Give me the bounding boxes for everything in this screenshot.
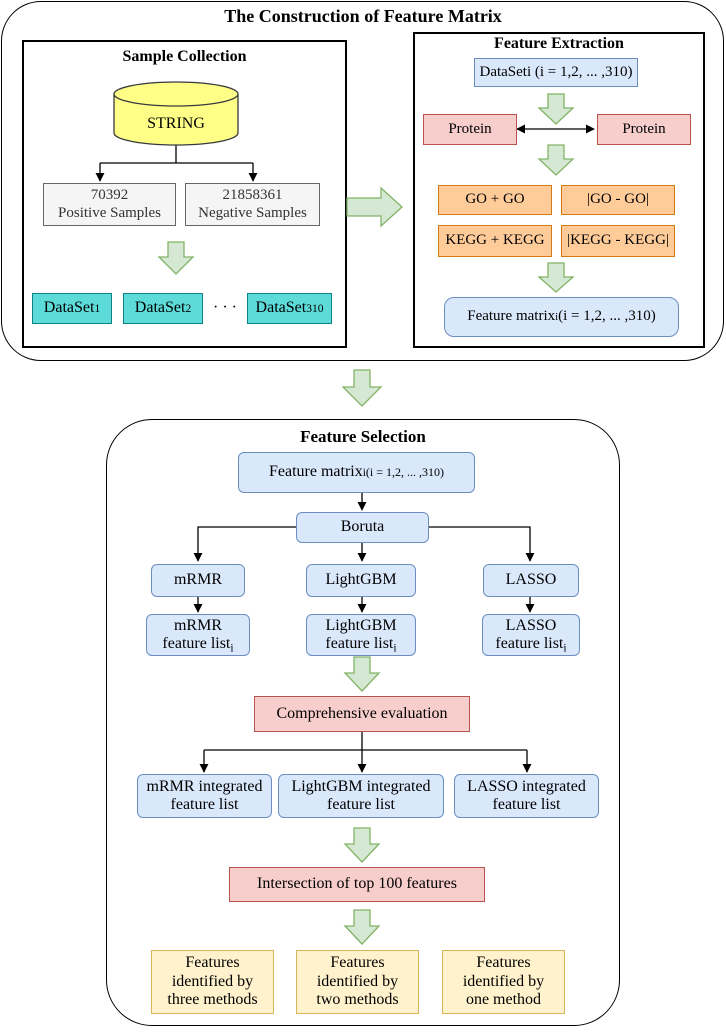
- string-database-label: STRING: [147, 114, 205, 132]
- negative-samples-label: Negative Samples: [198, 204, 307, 221]
- three-methods-box: Features identified by three methods: [151, 950, 274, 1014]
- one-method-line3: one method: [465, 991, 542, 1009]
- protein-right-box: Protein: [597, 114, 691, 145]
- dataseti-box: DataSeti (i = 1,2, ... ,310): [474, 58, 638, 87]
- dataset-2-base: DataSet: [134, 299, 186, 317]
- negative-samples-box: 21858361 Negative Samples: [185, 183, 320, 226]
- three-methods-line1: Features: [185, 954, 240, 972]
- lightgbm-integrated-line2: feature list: [327, 796, 395, 813]
- main-title: The Construction of Feature Matrix: [224, 6, 502, 26]
- positive-samples-label: Positive Samples: [58, 204, 161, 221]
- mrmr-box: mRMR: [151, 564, 245, 597]
- sample-collection-title: Sample Collection: [122, 48, 247, 65]
- right-arrow-extraction: [346, 186, 403, 228]
- feature-matrix-selection-base: Feature matrix: [268, 463, 363, 481]
- dataset-310-base: DataSet: [255, 299, 307, 317]
- lasso-integrated-line1: LASSO integrated: [467, 777, 586, 795]
- lightgbm-box: LightGBM: [306, 564, 416, 597]
- mrmr-feature-list-line2: feature list: [162, 635, 231, 652]
- lasso-feature-list-sub: i: [563, 642, 567, 655]
- one-method-line2: identified by: [462, 972, 545, 990]
- lasso-integrated-line2: feature list: [492, 796, 561, 813]
- lasso-feature-list-box: LASSO feature listi: [482, 614, 580, 656]
- mrmr-feature-list-line2-wrap: feature listi: [162, 635, 234, 655]
- one-method-box: Features identified by one method: [442, 950, 565, 1014]
- down-arrow-selection: [341, 369, 383, 407]
- lasso-integrated-box: LASSO integrated feature list: [454, 774, 599, 818]
- mrmr-integrated-line2: feature list: [170, 796, 239, 813]
- intersection-box: Intersection of top 100 features: [229, 867, 485, 902]
- one-method-line1: Features: [476, 954, 531, 972]
- down-arrow-intersection: [343, 827, 381, 863]
- down-arrow-datasets: [157, 241, 195, 275]
- positive-samples-count: 70392: [90, 187, 129, 204]
- feature-selection-title: Feature Selection: [300, 427, 426, 446]
- mrmr-integrated-line1: mRMR integrated: [146, 777, 263, 795]
- down-arrow-protein: [537, 93, 575, 125]
- down-arrow-results: [343, 909, 381, 945]
- down-arrow-evaluation: [343, 656, 381, 692]
- lasso-feature-list-line2-wrap: feature listi: [495, 635, 567, 655]
- go-diff-box: |GO - GO|: [561, 185, 675, 215]
- two-methods-line1: Features: [330, 954, 385, 972]
- kegg-diff-box: |KEGG - KEGG|: [561, 225, 675, 257]
- boruta-box: Boruta: [296, 512, 429, 543]
- lightgbm-feature-list-sub: i: [393, 642, 397, 655]
- lasso-feature-list-line2: feature list: [495, 635, 564, 652]
- lasso-feature-list-line1: LASSO: [505, 616, 557, 634]
- positive-samples-box: 70392 Positive Samples: [43, 183, 176, 226]
- mrmr-feature-list-sub: i: [230, 642, 234, 655]
- mrmr-integrated-box: mRMR integrated feature list: [137, 774, 272, 818]
- kegg-sum-box: KEGG + KEGG: [438, 225, 552, 257]
- three-methods-line2: identified by: [171, 972, 254, 990]
- lightgbm-feature-list-box: LightGBM feature listi: [306, 614, 416, 656]
- two-methods-box: Features identified by two methods: [296, 950, 419, 1014]
- dataset-1-base: DataSet: [43, 299, 95, 317]
- mrmr-feature-list-box: mRMR feature listi: [146, 614, 250, 656]
- mrmr-feature-list-line1: mRMR: [173, 616, 222, 634]
- lasso-box: LASSO: [483, 564, 579, 597]
- lightgbm-feature-list-line1: LightGBM: [325, 616, 397, 634]
- lightgbm-integrated-line1: LightGBM integrated: [291, 777, 431, 795]
- feature-matrix-selection-range: (i = 1,2, ... ,310): [365, 464, 445, 479]
- down-arrow-matrix: [537, 262, 575, 293]
- feature-extraction-title: Feature Extraction: [494, 35, 624, 52]
- feature-matrix-extraction-base: Feature matrix: [467, 308, 556, 325]
- negative-samples-count: 21858361: [222, 187, 283, 204]
- two-methods-line2: identified by: [316, 972, 399, 990]
- down-arrow-features: [537, 144, 575, 176]
- protein-left-box: Protein: [423, 114, 517, 145]
- two-methods-line3: two methods: [316, 991, 399, 1009]
- three-methods-line3: three methods: [167, 991, 258, 1009]
- go-sum-box: GO + GO: [438, 185, 552, 215]
- dataset-ellipsis: · · ·: [213, 299, 237, 317]
- comprehensive-evaluation-box: Comprehensive evaluation: [254, 696, 470, 732]
- lightgbm-feature-list-line2-wrap: feature listi: [325, 635, 397, 655]
- lightgbm-integrated-box: LightGBM integrated feature list: [278, 774, 444, 818]
- lightgbm-feature-list-line2: feature list: [325, 635, 394, 652]
- feature-matrix-extraction-range: (i = 1,2, ... ,310): [558, 308, 656, 325]
